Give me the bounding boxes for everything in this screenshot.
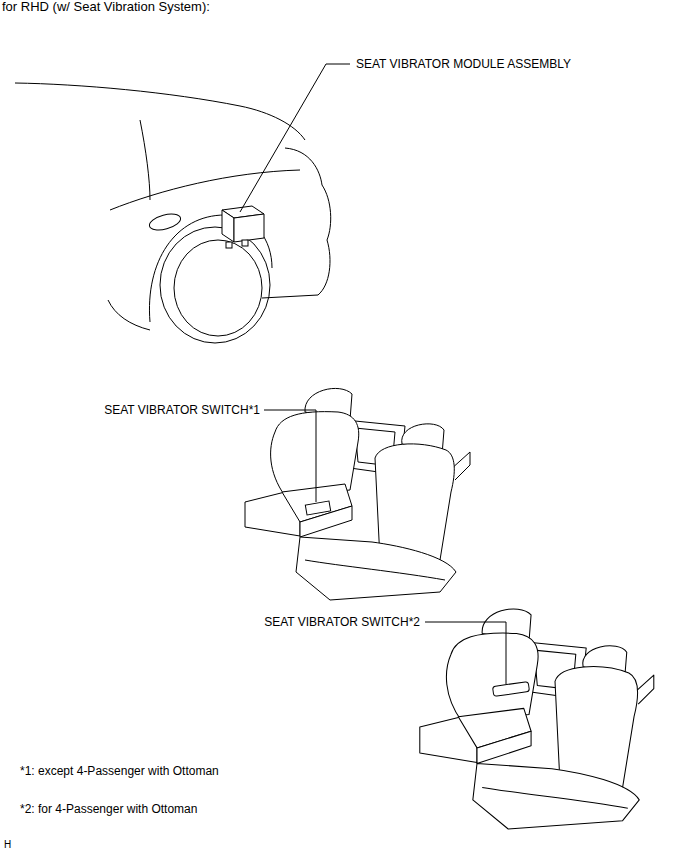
part-label: SEAT VIBRATOR MODULE ASSEMBLY bbox=[356, 57, 571, 71]
car-body bbox=[15, 83, 331, 343]
page-code: H bbox=[4, 838, 11, 852]
leader-line bbox=[240, 64, 506, 684]
footnote: *1: except 4-Passenger with Ottoman bbox=[20, 764, 219, 778]
heading: for RHD (w/ Seat Vibration System): bbox=[2, 0, 210, 14]
module-symbol bbox=[222, 206, 264, 248]
footnote: *2: for 4-Passenger with Ottoman bbox=[20, 802, 197, 816]
part-label: SEAT VIBRATOR SWITCH*2 bbox=[264, 615, 420, 629]
part-label: SEAT VIBRATOR SWITCH*1 bbox=[104, 403, 260, 417]
rear-seat bbox=[420, 609, 654, 829]
rear-seat bbox=[245, 388, 470, 600]
switch-symbol bbox=[305, 501, 529, 696]
